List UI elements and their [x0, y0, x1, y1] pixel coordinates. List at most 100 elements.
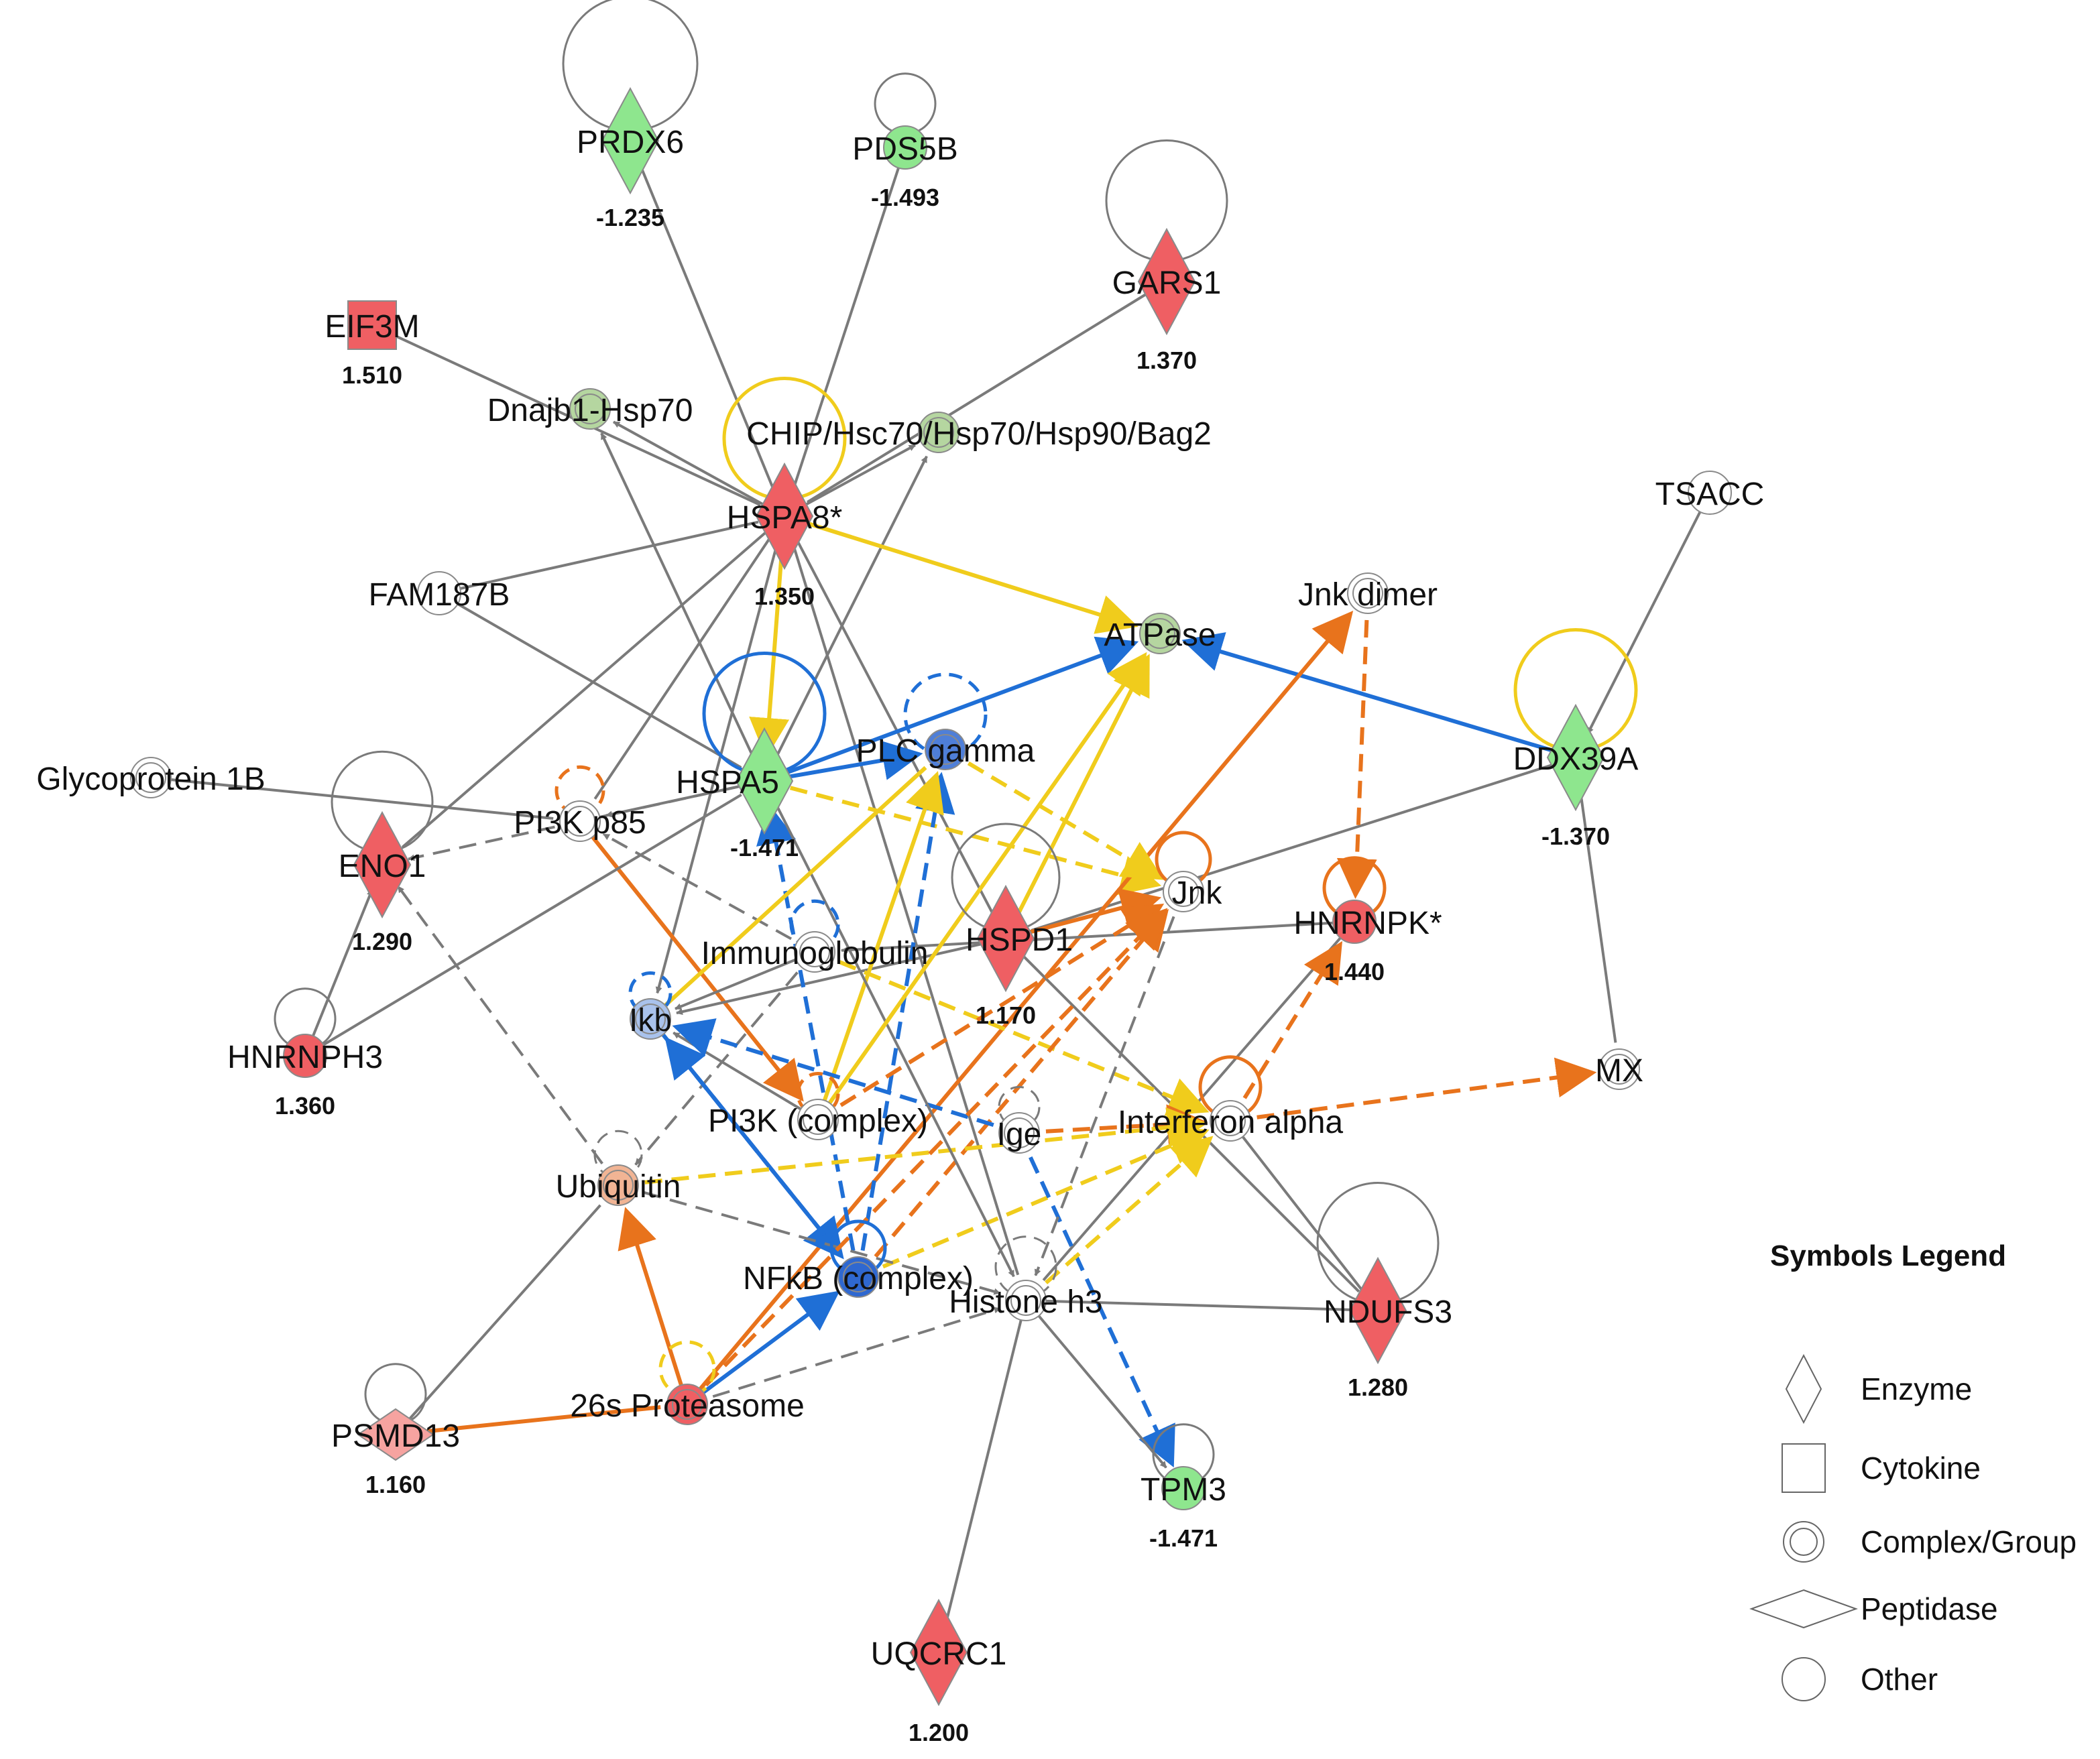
node-ige[interactable]: Ige — [997, 1112, 1042, 1154]
node-psmd13[interactable]: PSMD13 1.160 — [331, 1408, 460, 1498]
node-shape-complex-inner — [1604, 1054, 1635, 1085]
node-label: Jnk dimer — [1298, 577, 1438, 613]
node-hspa5[interactable]: HSPA5-1.471 — [676, 727, 799, 861]
node-ifna[interactable]: Interferon alpha — [1118, 1100, 1344, 1142]
node-label: TSACC — [1655, 477, 1765, 512]
edge-hspa8-dnajb1 — [613, 420, 785, 518]
node-shape-complex-inner — [1145, 618, 1175, 649]
edge-ige-ifna — [1018, 1104, 1208, 1145]
node-plcg[interactable]: PLC gamma — [856, 729, 1035, 770]
node-fold-change: 1.160 — [365, 1471, 426, 1498]
node-prdx6[interactable]: PRDX6-1.235 — [577, 86, 684, 231]
legend-cytokine-icon — [1782, 1443, 1826, 1493]
edge-hspd1-atpase — [1004, 654, 1150, 940]
legend-complex-outer-icon — [1783, 1521, 1824, 1563]
node-fold-change: -1.471 — [1149, 1524, 1218, 1552]
edge-pi3kc-plcg — [816, 771, 944, 1120]
node-p26s[interactable]: 26s Proteasome — [570, 1384, 805, 1425]
edge-ddx39a-atpase — [1181, 632, 1576, 760]
node-nfkb[interactable]: NFkB (complex) — [743, 1256, 974, 1298]
node-shape-other — [1332, 900, 1377, 944]
node-pds5b[interactable]: PDS5B-1.493 — [852, 125, 958, 211]
edge-pds5b-hspa8 — [791, 147, 907, 491]
edge-ddx39a-mx — [1574, 757, 1617, 1043]
node-jnkdimer[interactable]: Jnk dimer — [1298, 572, 1438, 614]
edge-immuno-ubiq — [634, 951, 816, 1166]
node-label: FAM187B — [369, 577, 510, 613]
edge-nfkb-plcg — [856, 772, 955, 1278]
node-label: Dnajb1-Hsp70 — [487, 393, 693, 428]
node-pi3kp85[interactable]: PI3K p85 — [514, 800, 646, 842]
node-shape-complex-inner — [799, 936, 830, 967]
node-pi3kc[interactable]: PI3K (complex) — [708, 1099, 928, 1140]
node-hnrnpk[interactable]: HNRNPK*1.440 — [1293, 900, 1442, 985]
edge-fam187b-hspa5 — [439, 592, 742, 769]
edge-jnkdimer-hnrnpk — [1336, 593, 1377, 900]
node-hspa8[interactable]: HSPA8*1.350 — [727, 462, 843, 610]
edge-h3-ifna — [1025, 1136, 1214, 1302]
node-dnajb1[interactable]: Dnajb1-Hsp70 — [487, 388, 693, 430]
node-chip[interactable]: CHIP/Hsc70/Hsp70/Hsp90/Bag2 — [746, 412, 1212, 453]
node-atpase[interactable]: ATPase — [1104, 613, 1216, 654]
edge-ubiq-eno1 — [397, 886, 620, 1187]
node-ikb[interactable]: Ikb — [629, 998, 672, 1040]
node-fold-change: 1.290 — [352, 928, 412, 955]
node-tpm3[interactable]: TPM3-1.471 — [1141, 1466, 1226, 1552]
node-fold-change: 1.200 — [909, 1719, 969, 1746]
edge-hnrnph3-eno1 — [304, 889, 373, 1056]
node-shape-enzyme — [353, 810, 412, 919]
node-shape-enzyme — [1137, 227, 1196, 336]
node-jnk[interactable]: Jnk — [1163, 871, 1222, 912]
edge-jnk-h3 — [1034, 891, 1185, 1276]
node-shape-enzyme — [601, 86, 660, 195]
node-fold-change: -1.370 — [1541, 823, 1610, 850]
node-label: Ubiquitin — [556, 1169, 681, 1205]
node-shape-complex-inner — [672, 1389, 703, 1420]
self-loop-p26s — [658, 1340, 716, 1398]
edge-hspa8-hspd1 — [783, 515, 995, 916]
node-gp1b[interactable]: Glycoprotein 1B — [36, 757, 266, 798]
edge-hspa5-jnk — [764, 779, 1162, 896]
node-label: HNRNPK* — [1293, 906, 1442, 941]
node-h3[interactable]: Histone h3 — [949, 1280, 1103, 1321]
node-fold-change: 1.170 — [976, 1002, 1036, 1029]
node-fam187b[interactable]: FAM187B — [369, 571, 510, 615]
node-fold-change: -1.235 — [596, 204, 664, 231]
legend-peptidase-icon — [1749, 1589, 1858, 1629]
node-shape-other — [283, 1034, 327, 1078]
node-label: PSMD13 — [331, 1418, 460, 1454]
node-shape-enzyme — [1348, 1256, 1407, 1365]
node-shape-enzyme — [976, 884, 1035, 993]
edge-hspa8-pi3kp85 — [593, 515, 786, 800]
edge-gp1b-pi3kp85 — [150, 776, 554, 820]
legend-item-cytokine: Cytokine — [1782, 1443, 1981, 1493]
legend-label: Cytokine — [1861, 1451, 1981, 1485]
edge-nfkb-ikb — [664, 1036, 860, 1278]
edge-immuno-ifna — [813, 950, 1210, 1116]
edge-ikb-plcg — [648, 766, 927, 1021]
self-loop-immuno — [789, 899, 840, 950]
node-immuno[interactable]: Immunoglobulin — [701, 931, 929, 973]
legend-item-complex: Complex/Group — [1783, 1521, 2077, 1563]
node-label: 26s Proteasome — [570, 1388, 805, 1424]
node-label: Jnk — [1172, 875, 1223, 911]
edge-hspa8-atpase — [784, 514, 1139, 634]
node-fold-change: 1.280 — [1348, 1374, 1408, 1401]
node-ubiq[interactable]: Ubiquitin — [556, 1164, 681, 1206]
edge-pi3kp85-pi3kc — [578, 820, 804, 1102]
node-tsacc[interactable]: TSACC — [1655, 471, 1765, 515]
node-mx[interactable]: MX — [1595, 1048, 1643, 1090]
self-loop-ubiq — [593, 1130, 643, 1179]
node-label: PDS5B — [852, 131, 957, 167]
edge-hnrnph3-hspa5 — [304, 793, 742, 1057]
node-shape-enzyme — [909, 1598, 968, 1707]
node-ddx39a[interactable]: DDX39A-1.370 — [1513, 703, 1639, 850]
node-fold-change: 1.360 — [275, 1092, 335, 1119]
